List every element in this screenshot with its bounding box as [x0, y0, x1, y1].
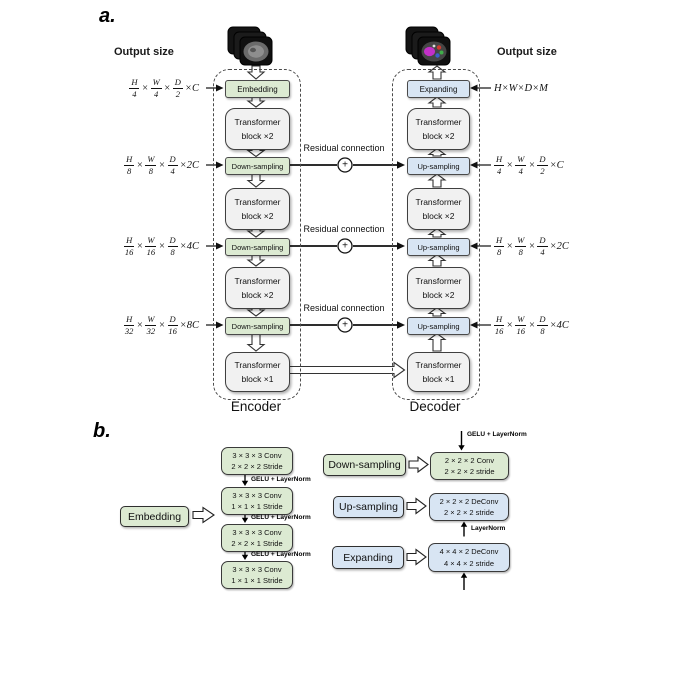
output-size-header-right: Output size	[497, 46, 557, 58]
plus-circle-icon	[337, 157, 353, 173]
upsampling-legend-box: Up-sampling	[333, 496, 404, 518]
arrow-up-icon	[427, 96, 447, 108]
decoder-flow-arrows	[427, 65, 447, 352]
panel-a-label: a.	[99, 5, 116, 27]
residual-connection-2: +	[288, 238, 405, 254]
decoder-container	[392, 69, 480, 400]
svg-text:+: +	[342, 160, 348, 171]
bottleneck-skip-arrow	[288, 361, 406, 379]
arrow-up-icon	[427, 227, 447, 238]
expanding-block: Expanding	[407, 80, 470, 98]
gelu-layernorm-label-3: GELU + LayerNorm	[251, 551, 311, 558]
arrow-up-icon	[427, 173, 447, 188]
arrow-down-icon	[246, 173, 266, 188]
output-size-header-left: Output size	[114, 46, 174, 58]
svg-text:+: +	[342, 241, 348, 252]
downsampling-annotation: GELU + LayerNorm	[467, 431, 527, 438]
upsampling-expand-arrow	[406, 497, 427, 515]
decoder-section-label: Decoder	[409, 399, 461, 414]
panel-b-arrows	[192, 455, 429, 566]
output-segmentation-stack-image	[405, 26, 451, 66]
downsampling-block-3: Down-sampling	[225, 317, 290, 335]
plus-circle-icon	[337, 238, 353, 254]
embedding-legend-box: Embedding	[120, 506, 189, 527]
arrow-up-icon	[427, 253, 447, 267]
plus-circle-icon	[337, 317, 353, 333]
embedding-expand-arrow	[192, 506, 215, 524]
downsampling-legend-box: Down-sampling	[323, 454, 406, 476]
residual-connection-label-1: Residual connection	[303, 143, 385, 153]
upsampling-block-2: Up-sampling	[407, 238, 470, 256]
upsampling-block-1: Up-sampling	[407, 157, 470, 175]
upsampling-block-3: Up-sampling	[407, 317, 470, 335]
encoder-container	[213, 69, 301, 400]
downsampling-expand-arrow	[408, 455, 429, 474]
decoder-size-formula-1: H×W×D×M	[494, 82, 548, 94]
right-formula-arrows	[470, 84, 491, 329]
svg-text:+: +	[342, 320, 348, 331]
input-mri-stack-image	[227, 26, 273, 66]
encoder-section-label: Encoder	[230, 399, 282, 414]
downsampling-block-2: Down-sampling	[225, 238, 290, 256]
residual-connection-label-2: Residual connection	[303, 224, 385, 234]
upsampling-annotation: LayerNorm	[471, 525, 506, 532]
residual-connection-label-3: Residual connection	[303, 303, 385, 313]
gelu-layernorm-label-1: GELU + LayerNorm	[251, 476, 311, 483]
embedding-block: Embedding	[225, 80, 290, 98]
expanding-expand-arrow	[406, 548, 427, 566]
arrow-up-icon	[427, 332, 447, 352]
target-box-io-arrows	[458, 431, 468, 590]
left-formula-arrows	[206, 84, 224, 329]
downsampling-block-1: Down-sampling	[225, 157, 290, 175]
expanding-legend-box: Expanding	[332, 546, 404, 569]
panel-b-label: b.	[93, 420, 111, 442]
arrow-up-icon	[427, 147, 447, 157]
arrow-up-icon	[427, 306, 447, 317]
residual-connection-3: +	[288, 317, 405, 333]
gelu-layernorm-label-2: GELU + LayerNorm	[251, 514, 311, 521]
residual-connection-1: +	[288, 157, 405, 173]
